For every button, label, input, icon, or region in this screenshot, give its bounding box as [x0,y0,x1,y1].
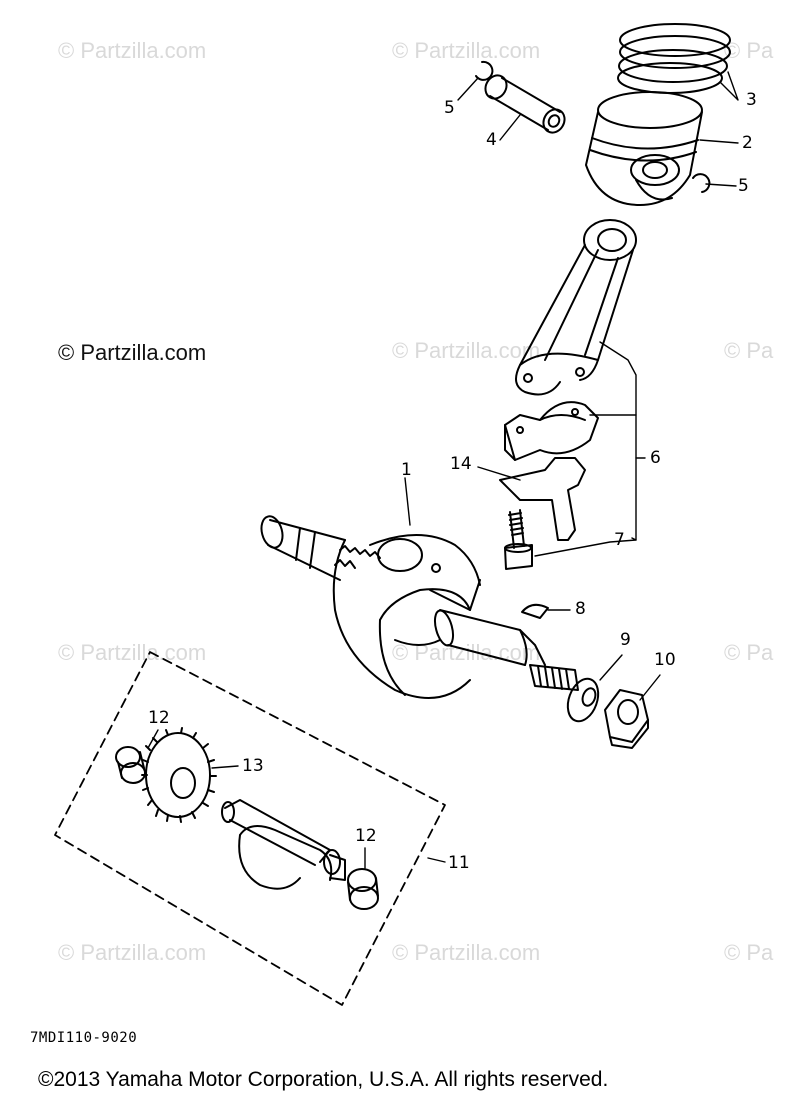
callout-12: 12 [355,826,377,846]
watermark: © Pa [724,640,774,665]
watermark: © Partzilla.com [58,38,207,63]
watermark: © Pa [724,940,774,965]
circlip [475,60,494,81]
watermark: © Partzilla.com [392,38,541,63]
callout-7: 7 [614,530,625,550]
callout-3: 3 [746,90,757,110]
callout-13: 13 [242,756,264,776]
callout-1: 1 [401,460,412,480]
watermark: © Partzilla.com [392,338,541,363]
piston-rings [617,23,731,94]
callout-9: 9 [620,630,631,650]
woodruff-key [521,603,549,619]
callout-6: 6 [650,448,661,468]
callout-14: 14 [450,454,472,474]
callout-10: 10 [654,650,676,670]
copyright-text: ©2013 Yamaha Motor Corporation, U.S.A. A… [38,1068,609,1091]
diagram-code: 7MDI110-9020 [30,1030,138,1046]
callout-5: 5 [738,176,749,196]
callout-8: 8 [575,599,586,619]
callout-5: 5 [444,98,455,118]
callout-4: 4 [486,130,497,150]
callout-2: 2 [742,133,753,153]
leader-lines [147,71,739,869]
watermark: © Partzilla.com [392,940,541,965]
balancer-shaft [221,799,346,890]
piston [585,91,703,206]
watermark: © Partzilla.com [58,640,207,665]
bearing [115,746,146,784]
bearing [347,868,379,910]
circlip [692,173,711,193]
balancer-gear [141,727,217,823]
balancer-assembly-box [54,651,446,1006]
connecting-rod [504,219,637,461]
crankshaft [260,515,579,699]
watermark: © Partzilla.com [58,940,207,965]
washer [566,677,600,723]
plate-washer [499,457,586,541]
nut [604,689,649,749]
watermark: © Pa [724,38,774,63]
callout-12: 12 [148,708,170,728]
callout-11: 11 [448,853,470,873]
rod-bolt [504,509,533,570]
watermark: © Pa [724,338,774,363]
watermark: © Partzilla.com [58,340,207,365]
piston-pin [484,74,566,134]
